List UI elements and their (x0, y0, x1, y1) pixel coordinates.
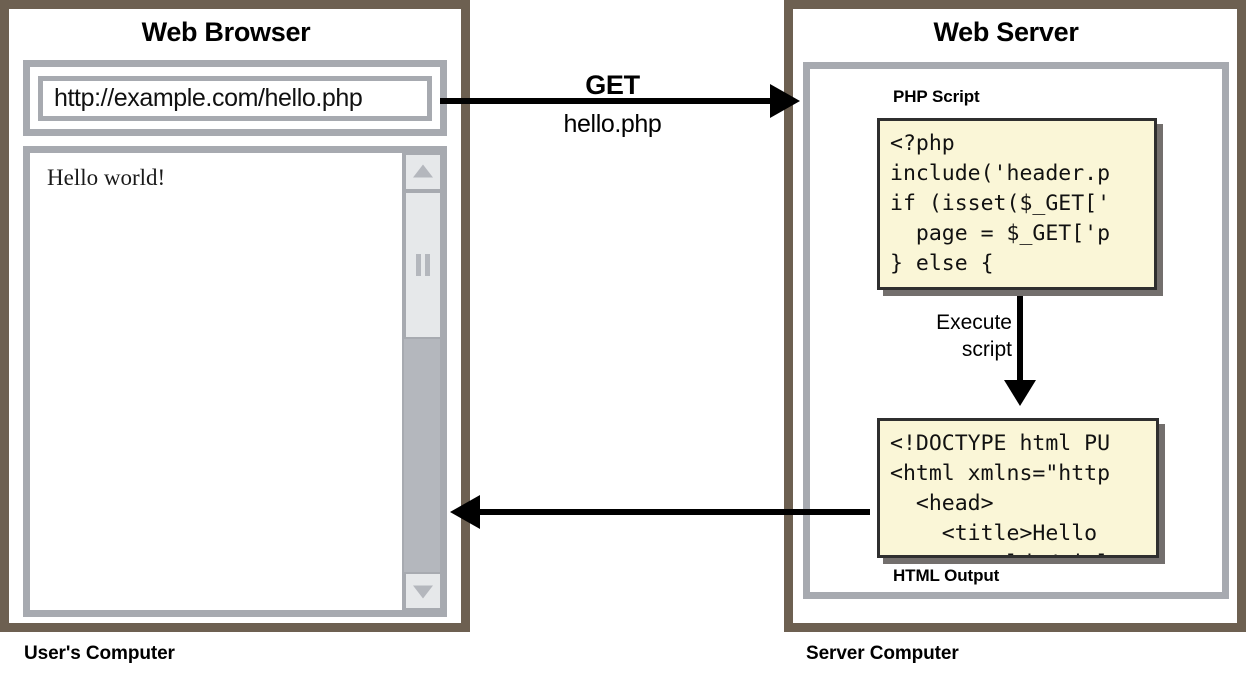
scroll-down-button[interactable] (404, 572, 442, 610)
html-output-code: <!DOCTYPE html PU <html xmlns="http <hea… (890, 431, 1136, 555)
execute-script-label: Execute script (892, 309, 1012, 363)
server-computer-label: Server Computer (806, 643, 959, 664)
scroll-thumb-grip-icon (416, 254, 430, 276)
scrollbar-thumb[interactable] (404, 191, 442, 339)
execute-script-arrow (1004, 296, 1036, 406)
user-computer-label: User's Computer (24, 643, 175, 664)
server-panel-title: Web Server (933, 17, 1079, 47)
rendered-page-area: Hello world! (30, 153, 402, 610)
php-script-caption: PHP Script (893, 87, 980, 106)
user-computer-frame: Web Browser http://example.com/hello.php… (0, 0, 470, 632)
request-resource-label: hello.php (563, 110, 662, 138)
request-method-label: GET (585, 70, 640, 100)
browser-toolbar: http://example.com/hello.php (23, 60, 447, 136)
address-bar-input[interactable]: http://example.com/hello.php (38, 76, 432, 121)
triangle-down-icon (413, 585, 433, 599)
execute-script-label-line1: Execute (936, 311, 1012, 334)
browser-viewport: Hello world! (23, 146, 447, 617)
rendered-page-text: Hello world! (47, 165, 166, 190)
vertical-scrollbar[interactable] (402, 153, 442, 610)
browser-panel-title: Web Browser (141, 17, 311, 47)
php-script-code-box: <?php include('header.p if (isset($_GET[… (877, 118, 1157, 290)
triangle-up-icon (413, 164, 433, 178)
html-output-caption: HTML Output (893, 566, 1000, 585)
address-bar-value: http://example.com/hello.php (54, 83, 363, 112)
scroll-up-button[interactable] (404, 153, 442, 191)
html-output-code-box: <!DOCTYPE html PU <html xmlns="http <hea… (877, 418, 1159, 558)
http-request-arrow (440, 84, 800, 118)
execute-script-label-line2: script (961, 338, 1012, 361)
http-response-arrow (450, 495, 870, 529)
php-script-code: <?php include('header.p if (isset($_GET[… (890, 131, 1111, 276)
